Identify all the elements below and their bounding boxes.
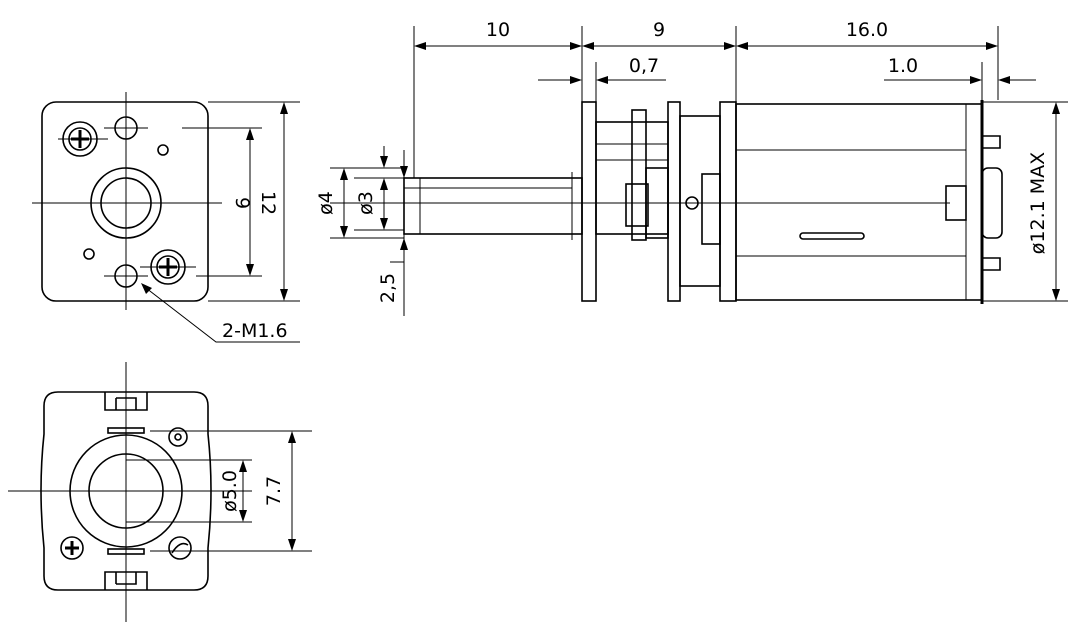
front-view: 9 12 2-M1.6 bbox=[32, 92, 300, 343]
dim-motor-dia: ø12.1 MAX bbox=[1027, 152, 1049, 254]
dim-flat-width: 2,5 bbox=[377, 273, 399, 303]
gearbox-middle-plate bbox=[667, 101, 681, 302]
dim-terminal-spacing: 7.7 bbox=[263, 476, 285, 506]
dim-plate-thickness: 0,7 bbox=[629, 55, 659, 77]
small-hole-right bbox=[157, 144, 169, 156]
output-shaft bbox=[403, 177, 583, 235]
shaft-boss-inner bbox=[100, 177, 152, 229]
dim-front-width: 9 bbox=[231, 197, 253, 209]
dim-shaft-length: 10 bbox=[486, 19, 510, 41]
dim-mount-holes: 2-M1.6 bbox=[222, 320, 288, 342]
dim-boss-dia: ø5.0 bbox=[219, 470, 241, 512]
dim-shaft-outer-dia: ø4 bbox=[315, 191, 337, 215]
shaft-boss-outer bbox=[90, 167, 162, 239]
end-cap bbox=[981, 167, 1003, 239]
gearbox-front-plate bbox=[581, 101, 597, 302]
motor-slot bbox=[799, 232, 865, 240]
terminal-slot-top bbox=[107, 427, 145, 434]
rear-outline bbox=[40, 391, 212, 591]
terminal-tab-bottom bbox=[104, 571, 148, 590]
terminal-tab-top bbox=[104, 392, 148, 411]
terminal-top bbox=[982, 135, 1001, 149]
dim-shaft-inner-dia: ø3 bbox=[355, 191, 377, 215]
motor-body bbox=[735, 103, 983, 301]
dim-front-height: 12 bbox=[257, 191, 279, 215]
rear-boss-inner bbox=[88, 453, 164, 529]
terminal-slot-bottom bbox=[107, 548, 145, 555]
terminal-bottom bbox=[982, 257, 1001, 271]
dim-gearbox-length: 9 bbox=[653, 19, 665, 41]
small-hole-left bbox=[83, 248, 95, 260]
rear-spring-right-icon bbox=[168, 536, 192, 560]
dim-terminal-offset: 1.0 bbox=[888, 55, 918, 77]
side-view: 10 9 16.0 0,7 1.0 ø4 bbox=[315, 19, 1068, 316]
rear-screw-left-icon bbox=[60, 536, 84, 560]
dim-motor-length: 16.0 bbox=[846, 19, 888, 41]
front-plate-outline bbox=[41, 101, 209, 302]
rear-boss-outer bbox=[69, 434, 183, 548]
rear-view: ø5.0 7.7 bbox=[8, 362, 312, 622]
rear-hole-right bbox=[168, 427, 188, 447]
gearbox-rear-plate bbox=[719, 101, 737, 302]
